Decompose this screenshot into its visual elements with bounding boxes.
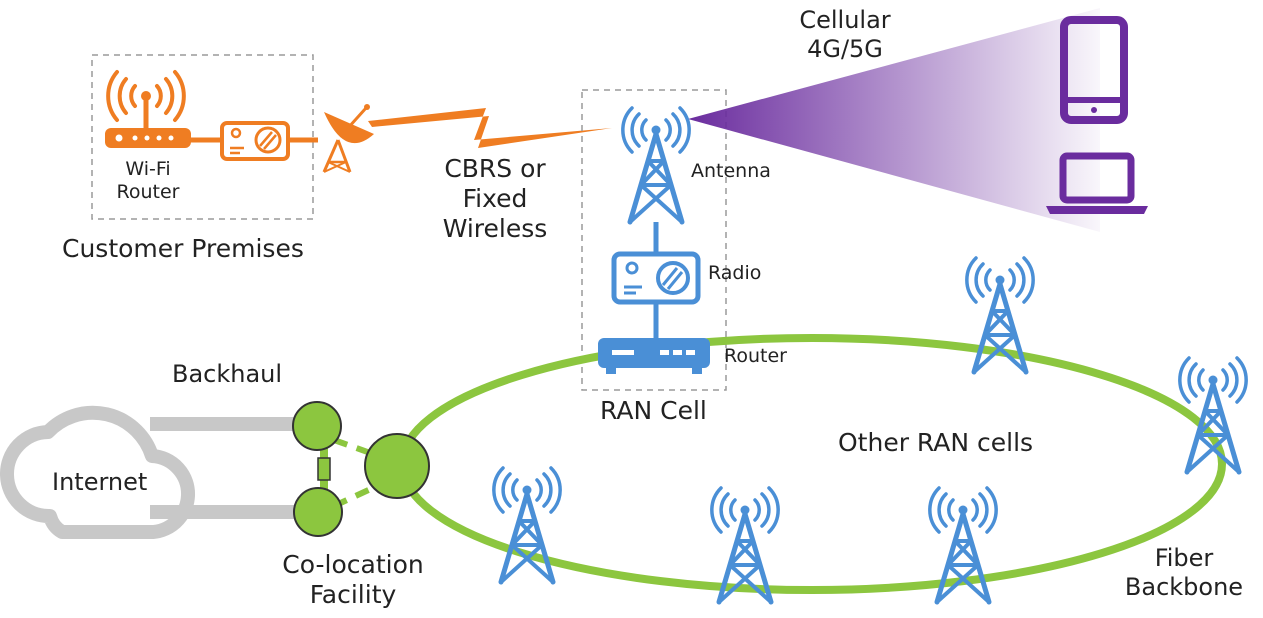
router-label: Router xyxy=(724,345,787,367)
fiber-backbone-label: Fiber Backbone xyxy=(1112,544,1256,602)
cellular-label: Cellular 4G/5G xyxy=(790,6,900,64)
wifi-router-label: Wi-Fi Router xyxy=(100,158,196,204)
fiber-backbone-label-line2: Backbone xyxy=(1124,572,1244,601)
wifi-router-label-line1: Wi-Fi xyxy=(125,158,171,180)
laptop-icon xyxy=(1046,152,1148,214)
colocation-label: Co-location Facility xyxy=(268,550,438,610)
backhaul-label: Backhaul xyxy=(172,360,283,388)
cellular-label-line2: 4G/5G xyxy=(807,34,883,63)
radio-label: Radio xyxy=(708,262,762,284)
cell-tower-icon xyxy=(494,468,560,582)
customer-premises-box xyxy=(91,54,314,220)
cbrs-label-line2: Fixed xyxy=(462,184,528,213)
internet-label: Internet xyxy=(52,468,148,496)
radio-icon xyxy=(611,251,701,305)
wifi-router-icon xyxy=(105,70,191,148)
cell-tower-icon xyxy=(623,108,689,222)
fiber-backbone-ring xyxy=(398,334,1226,594)
colocation-label-line1: Co-location xyxy=(282,550,424,579)
ran-cell-box xyxy=(581,89,727,391)
customer-premises-label: Customer Premises xyxy=(62,234,304,263)
router-icon xyxy=(598,338,710,374)
satellite-dish-icon xyxy=(322,104,374,173)
colocation-node-icon xyxy=(292,401,430,537)
antenna-label: Antenna xyxy=(691,160,771,182)
ran-cell-label: RAN Cell xyxy=(600,396,707,425)
smartphone-icon xyxy=(1060,16,1128,124)
cellular-label-line1: Cellular xyxy=(799,6,891,34)
wifi-router-label-line2: Router xyxy=(116,180,180,203)
cbrs-label-line3: Wireless xyxy=(442,214,548,243)
radio-unit-icon xyxy=(220,121,290,161)
colocation-label-line2: Facility xyxy=(309,580,397,609)
cbrs-label: CBRS or Fixed Wireless xyxy=(420,154,570,244)
cloud-icon xyxy=(0,405,306,540)
cbrs-label-line1: CBRS or xyxy=(444,154,546,183)
lightning-link-icon xyxy=(368,108,612,148)
cellular-beam xyxy=(688,8,1100,232)
other-ran-cells-label: Other RAN cells xyxy=(838,428,1034,457)
fiber-backbone-label-line1: Fiber xyxy=(1154,544,1214,572)
